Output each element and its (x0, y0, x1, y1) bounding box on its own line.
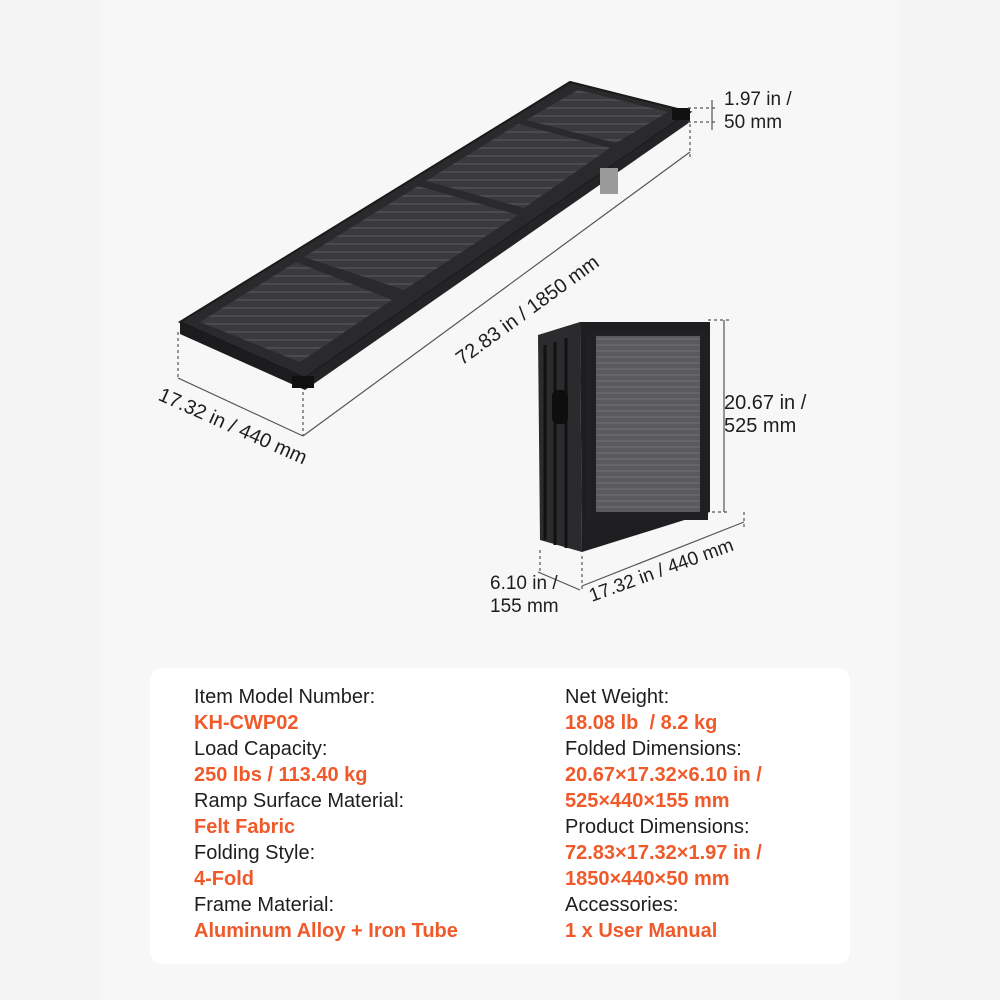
folded-dimension-lines (537, 319, 745, 591)
spec-value-model: KH-CWP02 (194, 712, 299, 734)
spec-label-folding: Folding Style: (194, 842, 316, 864)
spec-label-weight: Net Weight: (565, 686, 670, 708)
spec-card: Item Model Number: KH-CWP02 Load Capacit… (150, 668, 850, 964)
dim-line-2: 50 mm (724, 112, 783, 133)
dim-line-1: 20.67 in / (724, 392, 807, 414)
spec-value-folded-dimensions-line-1: 20.67×17.32×6.10 in / (565, 764, 762, 786)
spec-label-product-dimensions: Product Dimensions: (565, 816, 750, 838)
spec-label-accessories: Accessories: (565, 894, 679, 916)
ramp-panel-3 (426, 124, 610, 208)
spec-column-left: Item Model Number: KH-CWP02 Load Capacit… (194, 684, 458, 944)
dim-line-1: 6.10 in / (490, 573, 558, 594)
spec-value-folding: 4-Fold (194, 868, 254, 890)
ramp-illustration (177, 80, 745, 591)
unfolded-dimension-lines (177, 100, 716, 437)
dim-line-1: 1.97 in / (724, 89, 792, 110)
dim-label-height-unfolded: 1.97 in / 50 mm (724, 88, 792, 134)
spec-value-product-dimensions-line-1: 72.83×17.32×1.97 in / (565, 842, 762, 864)
ramp-foot (672, 108, 690, 120)
spec-value-frame: Aluminum Alloy + Iron Tube (194, 920, 458, 942)
spec-value-product-dimensions-line-2: 1850×440×50 mm (565, 868, 730, 890)
spec-value-accessories: 1 x User Manual (565, 920, 718, 942)
unfolded-ramp (177, 80, 693, 390)
ramp-foot (292, 376, 314, 388)
dim-line-2: 155 mm (490, 596, 559, 617)
spec-label-frame: Frame Material: (194, 894, 335, 916)
spec-value-folded-dimensions-line-2: 525×440×155 mm (565, 790, 730, 812)
folded-ramp (538, 322, 710, 552)
spec-value-surface: Felt Fabric (194, 816, 296, 838)
folded-felt-surface (596, 336, 700, 512)
spec-label-folded-dimensions: Folded Dimensions: (565, 738, 742, 760)
dim-label-height-folded: 20.67 in / 525 mm (724, 392, 806, 438)
spec-label-load: Load Capacity: (194, 738, 328, 760)
ramp-panel-1 (200, 262, 392, 362)
spec-value-load: 250 lbs / 113.40 kg (194, 764, 368, 786)
spec-column-right: Net Weight: 18.08 lb / 8.2 kg Folded Dim… (565, 684, 762, 944)
spec-value-weight: 18.08 lb / 8.2 kg (565, 712, 718, 734)
ramp-panel-2 (304, 186, 518, 290)
dim-label-depth-folded: 6.10 in / 155 mm (490, 572, 559, 618)
spec-label-model: Item Model Number: (194, 686, 376, 708)
folded-handle (552, 390, 568, 424)
ramp-panel-4 (526, 90, 668, 143)
dim-line-2: 525 mm (724, 415, 797, 437)
ramp-hinge (600, 168, 618, 194)
spec-label-surface: Ramp Surface Material: (194, 790, 405, 812)
